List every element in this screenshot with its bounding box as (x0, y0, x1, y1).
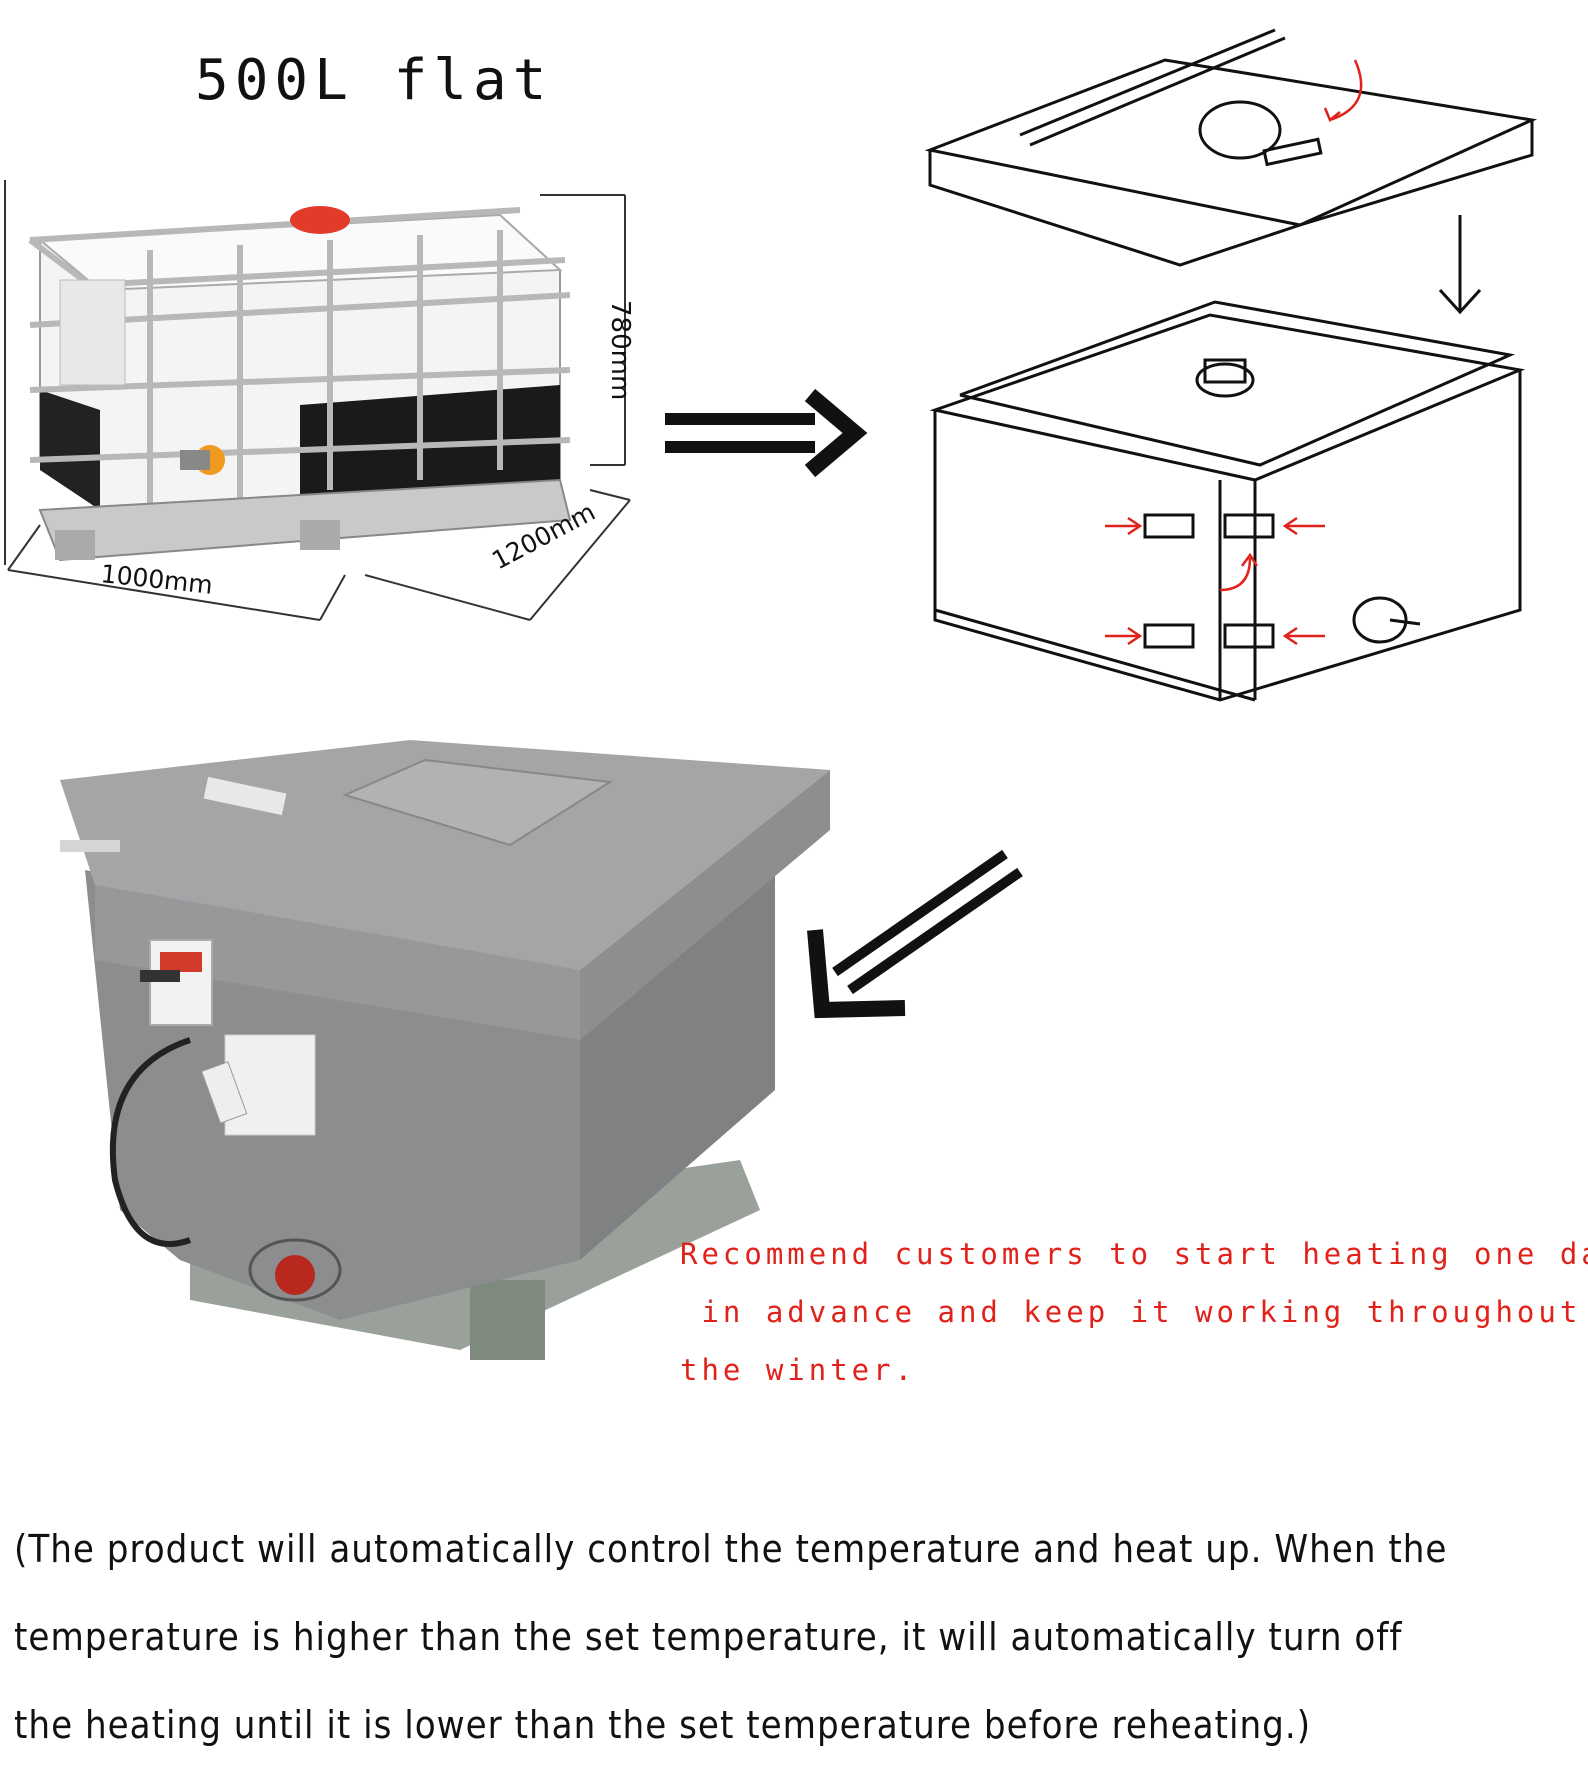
recommendation-note: Recommend customers to start heating one… (680, 1225, 1588, 1399)
recommendation-line: the winter. (680, 1353, 917, 1387)
height-label: 780mm (605, 300, 635, 400)
note-line: the heating until it is lower than the s… (14, 1703, 1312, 1747)
ibc-tank-illustration: 780mm 1000mm 1200mm (4, 180, 635, 621)
tank-body (28, 206, 572, 562)
dimension-lines (4, 180, 631, 621)
recommendation-line: Recommend customers to start heating one… (680, 1237, 1588, 1271)
note-line: temperature is higher than the set tempe… (14, 1615, 1403, 1659)
temperature-control-note: (The product will automatically control … (14, 1505, 1584, 1769)
installation-diagram (924, 28, 1538, 702)
recommendation-line: in advance and keep it working throughou… (680, 1295, 1582, 1329)
note-line: (The product will automatically control … (14, 1527, 1448, 1571)
width-label: 1000mm (99, 559, 214, 600)
arrow-right-icon (665, 388, 868, 478)
arrow-down-left-icon (807, 850, 1023, 1019)
covered-tank-photo (60, 740, 830, 1360)
page-title: 500L flat (195, 48, 553, 113)
